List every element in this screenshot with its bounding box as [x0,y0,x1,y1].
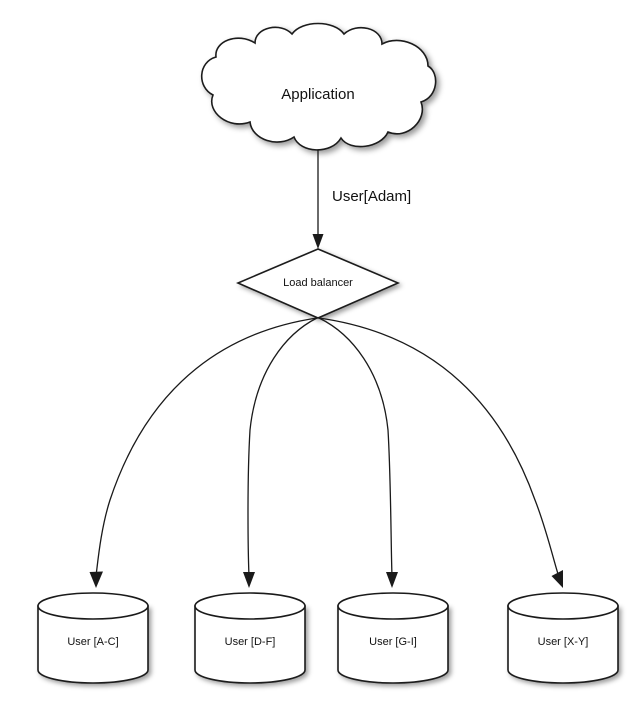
node-load-balancer[interactable]: Load balancer [235,248,401,319]
edge-app-to-lb: User[Adam] [312,150,411,249]
edge-curve-lb-gi [318,317,393,577]
cylinder-label-ac: User [A-C] [67,636,118,648]
arrowhead-app-lb [312,234,324,249]
edge-lb-to-db-xy [318,317,563,588]
node-db-gi[interactable]: User [G-I] [337,592,449,684]
cylinder-top-xy [507,592,619,620]
diamond-shape [235,248,401,319]
edge-lb-to-db-df [243,317,318,588]
node-db-xy[interactable]: User [X-Y] [507,592,619,684]
node-db-df[interactable]: User [D-F] [194,592,306,684]
arrowhead-lb-gi [386,572,398,588]
cylinder-label-df: User [D-F] [225,636,276,648]
arrowhead-lb-xy [551,570,563,588]
edge-lb-to-db-gi [318,317,398,588]
cylinder-label-gi: User [G-I] [369,636,417,648]
cylinder-top-df [194,592,306,620]
edge-curve-lb-df [247,317,318,577]
cylinder-label-xy: User [X-Y] [538,636,589,648]
node-db-ac[interactable]: User [A-C] [37,592,149,684]
edge-label-user-adam: User[Adam] [332,188,411,205]
cylinder-body-gi [337,605,449,684]
edge-curve-lb-xy [318,317,559,575]
cylinder-body-df [194,605,306,684]
diamond-label: Load balancer [283,277,353,289]
cylinder-body-ac [37,605,149,684]
edge-lb-to-db-ac [89,317,318,588]
edge-curve-lb-ac [95,317,318,577]
cylinder-top-gi [337,592,449,620]
cloud-shape [200,22,437,151]
arrowhead-lb-df [243,572,255,588]
arrowhead-lb-ac [89,571,103,588]
node-application[interactable]: Application [200,22,437,151]
cylinder-body-xy [507,605,619,684]
cloud-label: Application [281,86,354,103]
cylinder-top-ac [37,592,149,620]
